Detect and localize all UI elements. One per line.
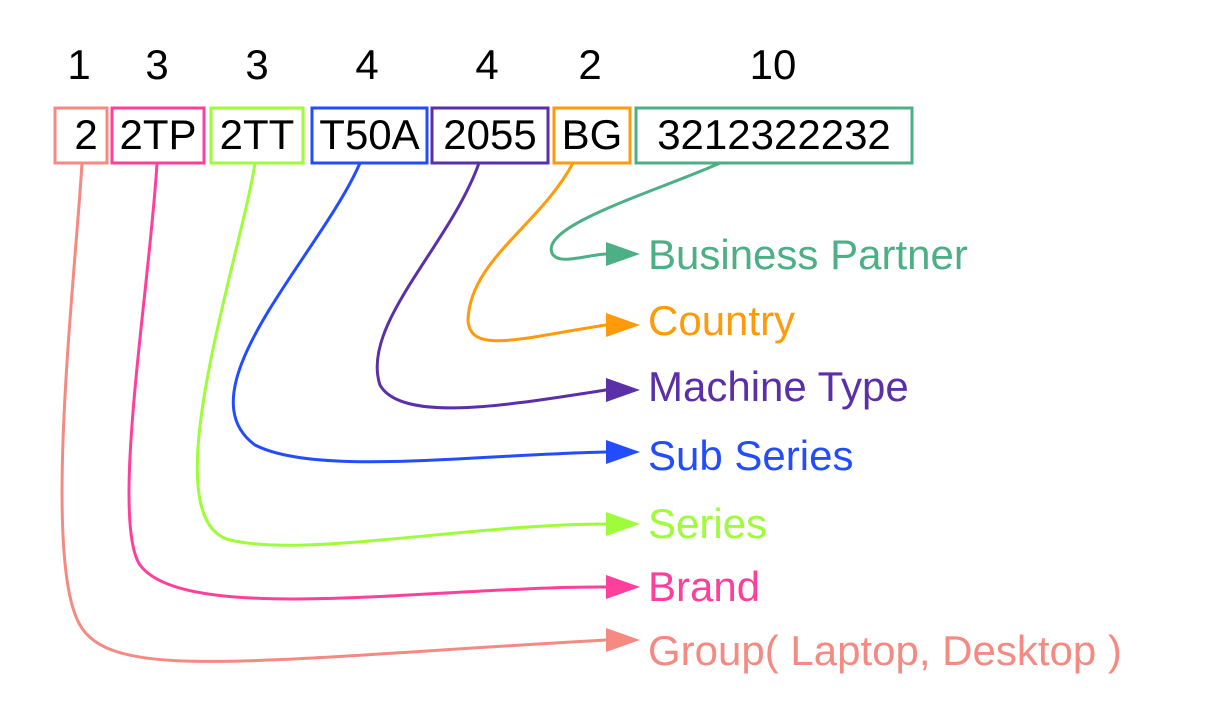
segment-box-country: [552, 106, 632, 165]
count-business-partner: 10: [750, 41, 797, 88]
arrowhead-country: [606, 313, 640, 337]
segment-machine-type: 2055: [430, 106, 550, 165]
count-brand: 3: [145, 41, 168, 88]
label-machine-type: Machine Type: [648, 363, 909, 410]
connector-series: [195, 161, 608, 547]
segment-business-partner: 3212322232: [634, 106, 914, 165]
segment-code-business-partner: 3212322232: [657, 111, 891, 158]
arrowhead-sub-series: [606, 440, 640, 464]
label-sub-series: Sub Series: [648, 432, 853, 479]
count-series: 3: [245, 41, 268, 88]
segment-sub-series: T50A: [310, 106, 429, 165]
segment-box-sub-series: [310, 106, 429, 165]
arrowhead-machine-type: [606, 378, 640, 402]
segment-code-brand: 2TP: [119, 111, 196, 158]
label-business-partner: Business Partner: [648, 231, 968, 278]
segment-code-series: 2TT: [220, 111, 295, 158]
segment-code-group: 2: [74, 111, 97, 158]
segment-counts: 1 3 3 4 4 2 10: [67, 41, 796, 88]
label-series: Series: [648, 500, 767, 547]
segment-series: 2TT: [209, 106, 305, 165]
arrowhead-series: [606, 512, 640, 536]
label-country: Country: [648, 297, 795, 344]
count-country: 2: [578, 41, 601, 88]
segment-box-business-partner: [634, 106, 914, 165]
connector-machine-type: [375, 161, 608, 410]
segment-box-series: [209, 106, 305, 165]
count-machine-type: 4: [475, 41, 498, 88]
count-sub-series: 4: [355, 41, 378, 88]
segment-code-machine-type: 2055: [443, 111, 536, 158]
label-brand: Brand: [648, 563, 760, 610]
connectors: [60, 161, 722, 663]
connector-group: [60, 161, 608, 663]
arrowhead-group: [606, 628, 640, 652]
connector-brand: [127, 161, 608, 601]
segment-brand: 2TP: [110, 106, 206, 165]
arrowhead-business-partner: [606, 242, 640, 266]
label-group: Group( Laptop, Desktop ): [648, 627, 1122, 674]
segment-labels: Business Partner Country Machine Type Su…: [648, 231, 1122, 674]
arrowheads: [606, 242, 640, 652]
segment-country: BG: [552, 106, 632, 165]
connector-country: [466, 161, 608, 343]
code-segments: 2 2TP 2TT T50A 2055 BG: [53, 106, 914, 165]
arrowhead-brand: [606, 575, 640, 599]
connector-sub-series: [231, 161, 608, 464]
connector-business-partner: [549, 161, 722, 261]
segment-code-sub-series: T50A: [319, 111, 419, 158]
count-group: 1: [67, 41, 90, 88]
segment-group: 2: [53, 106, 109, 165]
segment-box-machine-type: [430, 106, 550, 165]
segment-code-country: BG: [562, 111, 623, 158]
